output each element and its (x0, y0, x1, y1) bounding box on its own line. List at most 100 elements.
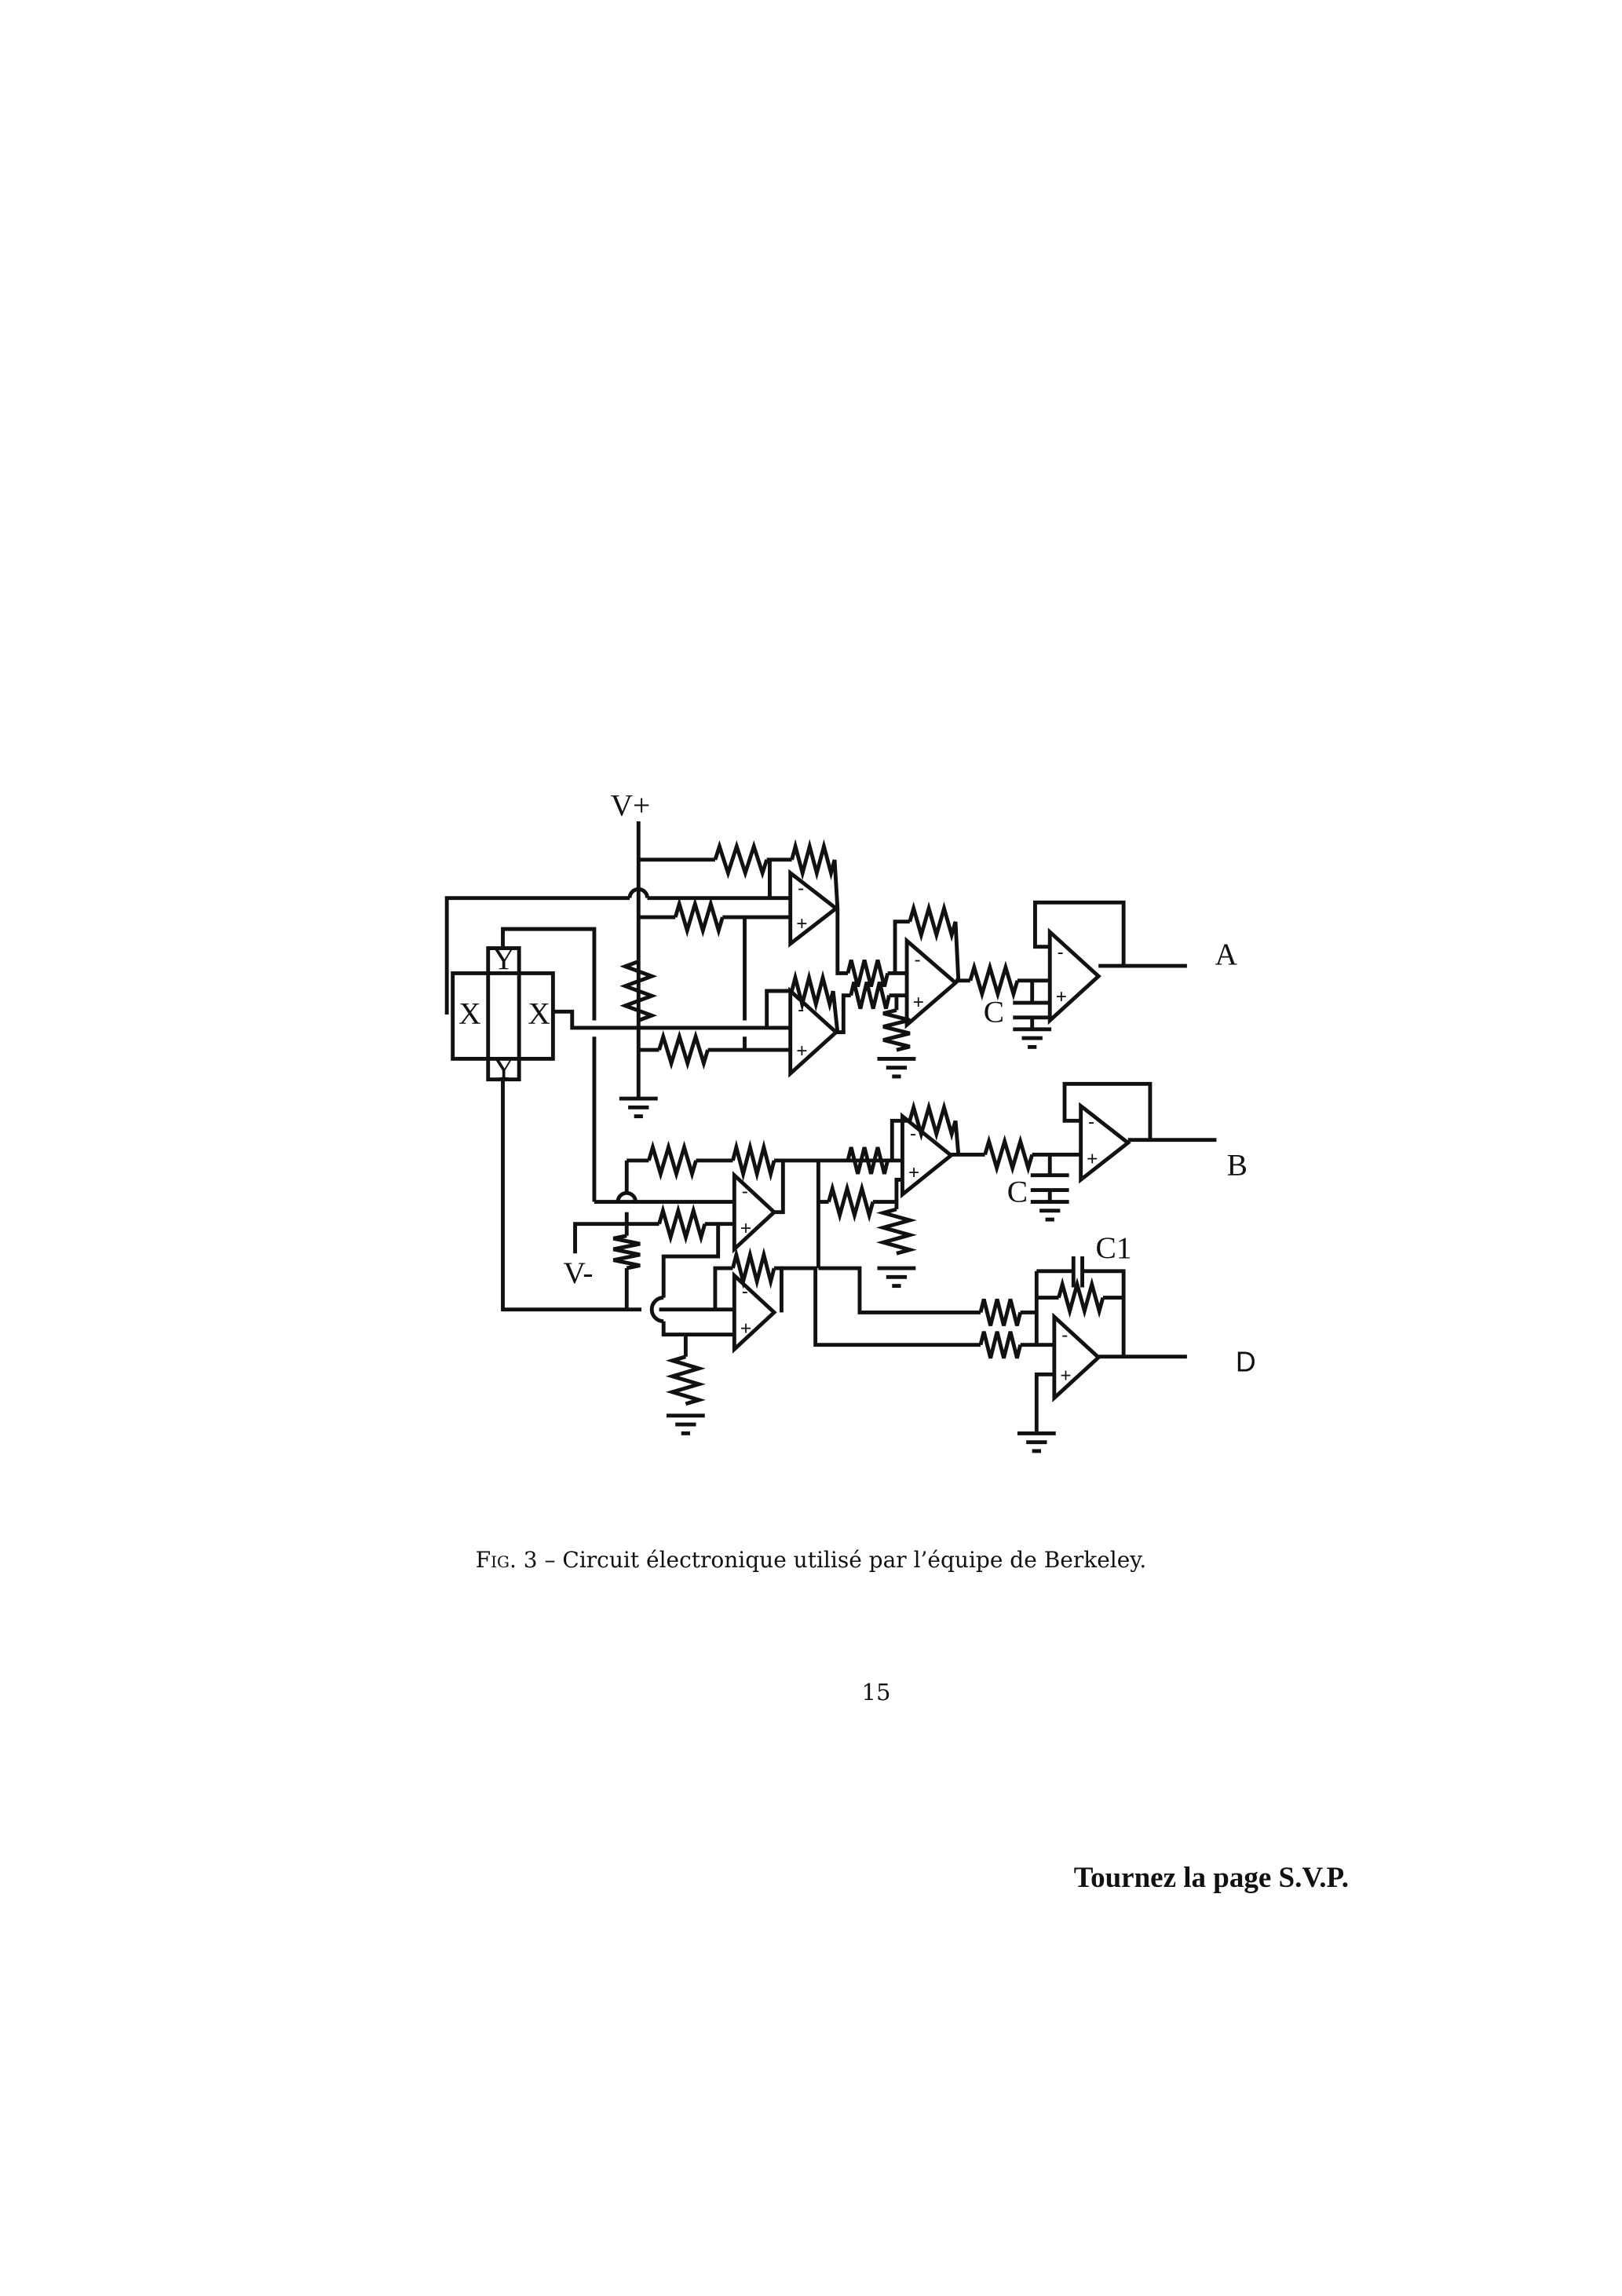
non-inverting-input-sign: + (740, 1318, 751, 1340)
wire (661, 1223, 721, 1298)
resistor (665, 1355, 706, 1406)
resistor (713, 840, 769, 879)
op-amp-triangle (1079, 1102, 1131, 1184)
resistor (731, 1139, 776, 1182)
resistor (1057, 1277, 1105, 1318)
resistor (968, 960, 1020, 1001)
footer-turn-page: Tournez la page S.V.P. (1073, 1862, 1349, 1894)
resistor (657, 1029, 710, 1070)
resistor (849, 982, 891, 1010)
op-amp: -+ (1052, 1312, 1101, 1402)
inverting-input-sign: - (910, 1123, 916, 1144)
wire (831, 990, 840, 1033)
resistor (983, 1134, 1035, 1175)
inverting-input-sign: - (1088, 1112, 1094, 1133)
op-amp: -+ (904, 936, 959, 1029)
wire (1034, 1372, 1054, 1434)
figure-caption-text: – Circuit électronique utilisé par l’équ… (537, 1547, 1147, 1573)
circuit-wires (444, 821, 1217, 1434)
wire (713, 1266, 733, 1310)
op-amp-triangle (904, 936, 959, 1029)
wire (953, 1121, 961, 1155)
resistor (978, 1298, 1023, 1326)
op-amp: -+ (732, 1171, 777, 1254)
inverting-input-sign: - (798, 1000, 804, 1021)
non-inverting-input-sign: + (796, 1040, 807, 1062)
resistor (619, 960, 658, 1022)
figure-caption: Fig. 3 – Circuit électronique utilisé pa… (0, 1547, 1622, 1573)
ground-icon (1030, 1200, 1069, 1222)
ground-icon (1013, 1027, 1052, 1049)
wire (781, 1266, 981, 1347)
ground-icon (877, 1266, 916, 1289)
non-inverting-input-sign: + (913, 992, 924, 1013)
resistor (647, 1140, 698, 1181)
page-number: 15 (861, 1679, 891, 1706)
op-amp-triangle (900, 1112, 955, 1199)
inverting-input-sign: - (1061, 1325, 1068, 1346)
resistor (882, 1008, 911, 1052)
op-amp-triangle (788, 986, 839, 1078)
wire (553, 1009, 791, 1030)
hall-sensor-x-plate (451, 971, 555, 1061)
resistor (731, 1247, 776, 1289)
wire (444, 896, 630, 1015)
wire (774, 1160, 785, 1215)
ground-icon (877, 1056, 916, 1079)
resistor (846, 1146, 890, 1175)
hall-sensor-y-plate (486, 946, 521, 1082)
inverting-input-sign: - (798, 878, 804, 899)
wire (774, 1266, 784, 1313)
wire (1082, 1269, 1126, 1357)
non-inverting-input-sign: + (740, 1218, 751, 1239)
wire (893, 919, 910, 974)
output-d-label: D (1236, 1347, 1256, 1378)
resistor (827, 1181, 875, 1223)
op-amp: -+ (732, 1270, 777, 1354)
resistor (978, 1331, 1023, 1359)
non-inverting-input-sign: + (1087, 1149, 1098, 1170)
resistor (790, 970, 835, 1012)
wire-crossing (649, 1296, 664, 1324)
sensor-y-bottom-label: Y (492, 1051, 514, 1085)
output-b-label: B (1227, 1148, 1248, 1183)
resistor (673, 897, 725, 938)
resistor (790, 839, 837, 881)
op-amp: -+ (788, 986, 839, 1078)
op-amp: -+ (1047, 927, 1101, 1026)
op-amp: -+ (1079, 1102, 1131, 1184)
wire (894, 1177, 903, 1209)
v-minus-label: V- (564, 1256, 594, 1290)
non-inverting-input-sign: + (796, 913, 807, 934)
inverting-input-sign: - (914, 949, 920, 971)
output-a-label: A (1215, 937, 1238, 971)
capacitor-c1-label: C1 (1095, 1230, 1131, 1265)
wire (953, 921, 961, 981)
wire (832, 859, 840, 909)
wire (765, 989, 792, 1028)
inverting-input-sign: - (1058, 942, 1064, 963)
sensor-x-right-label: X (528, 996, 550, 1030)
wire-crossing (616, 1190, 637, 1202)
inverting-input-sign: - (742, 1281, 748, 1303)
wire (661, 1321, 735, 1337)
op-amp: -+ (788, 868, 839, 948)
figure-number: Fig. 3 (475, 1547, 538, 1573)
capacitor-c-b-label: C (1007, 1175, 1028, 1209)
capacitor-c-a-label: C (984, 994, 1004, 1029)
resistor (908, 901, 958, 942)
ground-icon (666, 1413, 705, 1435)
wire (573, 1222, 659, 1254)
ground-icon (619, 1096, 658, 1119)
wire (1033, 900, 1126, 967)
v-plus-label: V+ (611, 788, 651, 823)
op-amp-triangle (732, 1171, 777, 1254)
non-inverting-input-sign: + (1056, 986, 1067, 1007)
inverting-input-sign: - (742, 1181, 748, 1202)
non-inverting-input-sign: + (908, 1162, 919, 1183)
op-amp-triangle (1047, 927, 1101, 1026)
resistor (875, 1207, 917, 1256)
resistor (612, 1234, 641, 1270)
